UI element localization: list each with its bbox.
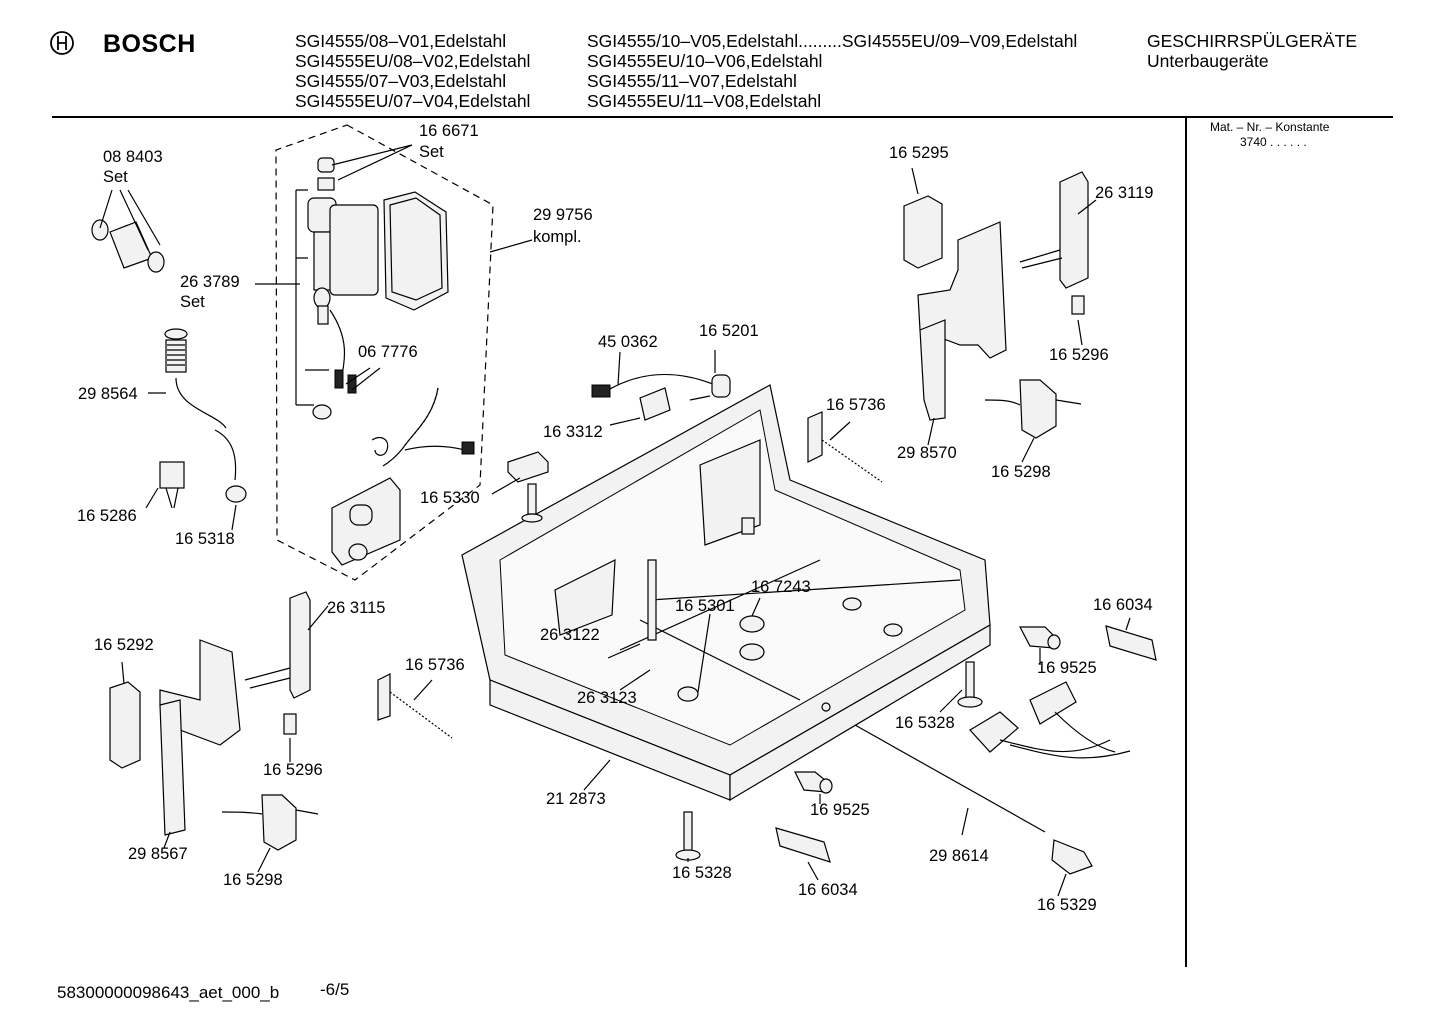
part-label: 16 5736 [826,396,886,414]
part-label: 26 3789 [180,273,240,291]
part-label: 16 5296 [263,761,323,779]
part-label: 16 5328 [672,864,732,882]
category-block: GESCHIRRSPÜLGERÄTE Unterbaugeräte [1147,31,1357,71]
part-label: 26 3123 [577,689,637,707]
part-label: 45 0362 [598,333,658,351]
leader-lines [99,144,1131,897]
model-line: SGI4555EU/07–V04,Edelstahl [295,91,531,111]
part-label: kompl. [533,228,582,246]
part-label: 16 6671 [419,122,479,140]
part-label: 16 7243 [751,578,811,596]
mat-nr-value: 3740 . . . . . . [1240,135,1307,149]
aqua-stop-wiring [591,373,731,421]
part-label: 16 6034 [1093,596,1153,614]
part-label: 29 9756 [533,206,593,224]
part-label: 08 8403 [103,148,163,166]
part-label: 16 5296 [1049,346,1109,364]
water-inlet-assembly [307,157,475,566]
part-label: 16 5301 [675,597,735,615]
model-list-2: SGI4555/10–V05,Edelstahl.........SGI4555… [587,31,1077,111]
model-line: SGI4555EU/11–V08,Edelstahl [587,91,822,111]
model-line: SGI4555/10–V05,Edelstahl.........SGI4555… [587,31,1078,51]
bosch-logo [49,30,75,61]
brand-name: BOSCH [103,30,196,58]
document-id: 58300000098643_aet_000_b [57,983,280,1002]
bottom-hardware [675,625,1157,875]
corrugated-hose [164,328,247,503]
category-subtitle: Unterbaugeräte [1147,51,1269,71]
hose-with-clamps [91,219,165,273]
part-label: 16 5298 [991,463,1051,481]
part-label: 29 8614 [929,847,989,865]
mat-nr-label: Mat. – Nr. – Konstante [1210,120,1330,134]
part-label: 16 5298 [223,871,283,889]
spring-left [377,673,453,739]
part-label: 16 6034 [798,881,858,899]
base-tub [461,384,991,802]
part-label: 16 5292 [94,636,154,654]
model-list-1: SGI4555/08–V01,Edelstahl SGI4555EU/08–V0… [295,31,530,111]
model-line: SGI4555/11–V07,Edelstahl [587,71,797,91]
part-label: 21 2873 [546,790,606,808]
part-label: 16 5295 [889,144,949,162]
part-label: Set [419,143,444,161]
part-label: 06 7776 [358,343,418,361]
model-line: SGI4555EU/08–V02,Edelstahl [295,51,531,71]
category-title: GESCHIRRSPÜLGERÄTE [1147,31,1358,51]
model-line: SGI4555/07–V03,Edelstahl [295,71,507,91]
bracket-line [295,189,314,406]
part-label: 26 3115 [327,599,386,617]
part-label: 29 8570 [897,444,957,462]
part-label: 26 3122 [540,626,600,644]
part-label: 16 5736 [405,656,465,674]
page-number: -6/5 [320,980,350,999]
model-line: SGI4555/08–V01,Edelstahl [295,31,507,51]
part-label: 16 5318 [175,530,235,548]
part-label: 16 9525 [810,801,870,819]
part-label: 16 5329 [1037,896,1097,914]
part-label: 16 5201 [699,322,759,340]
spring-right [807,411,883,483]
part-label: Set [103,168,128,186]
left-bracket-parts [109,591,319,851]
part-label: 16 9525 [1037,659,1097,677]
part-label: 16 5328 [895,714,955,732]
bosch-armature-icon [50,31,74,55]
part-label: 16 5286 [77,507,137,525]
assembly-outline [275,124,494,581]
part-label: 29 8567 [128,845,188,863]
part-label: 16 5330 [420,489,480,507]
right-bracket-parts [903,171,1089,439]
hose-clip [159,461,185,509]
part-label: 16 3312 [543,423,603,441]
model-line: SGI4555EU/10–V06,Edelstahl [587,51,823,71]
part-label: Set [180,293,205,311]
part-label: 29 8564 [78,385,138,403]
part-label: 26 3119 [1095,184,1154,202]
leveling-foot [507,451,549,523]
